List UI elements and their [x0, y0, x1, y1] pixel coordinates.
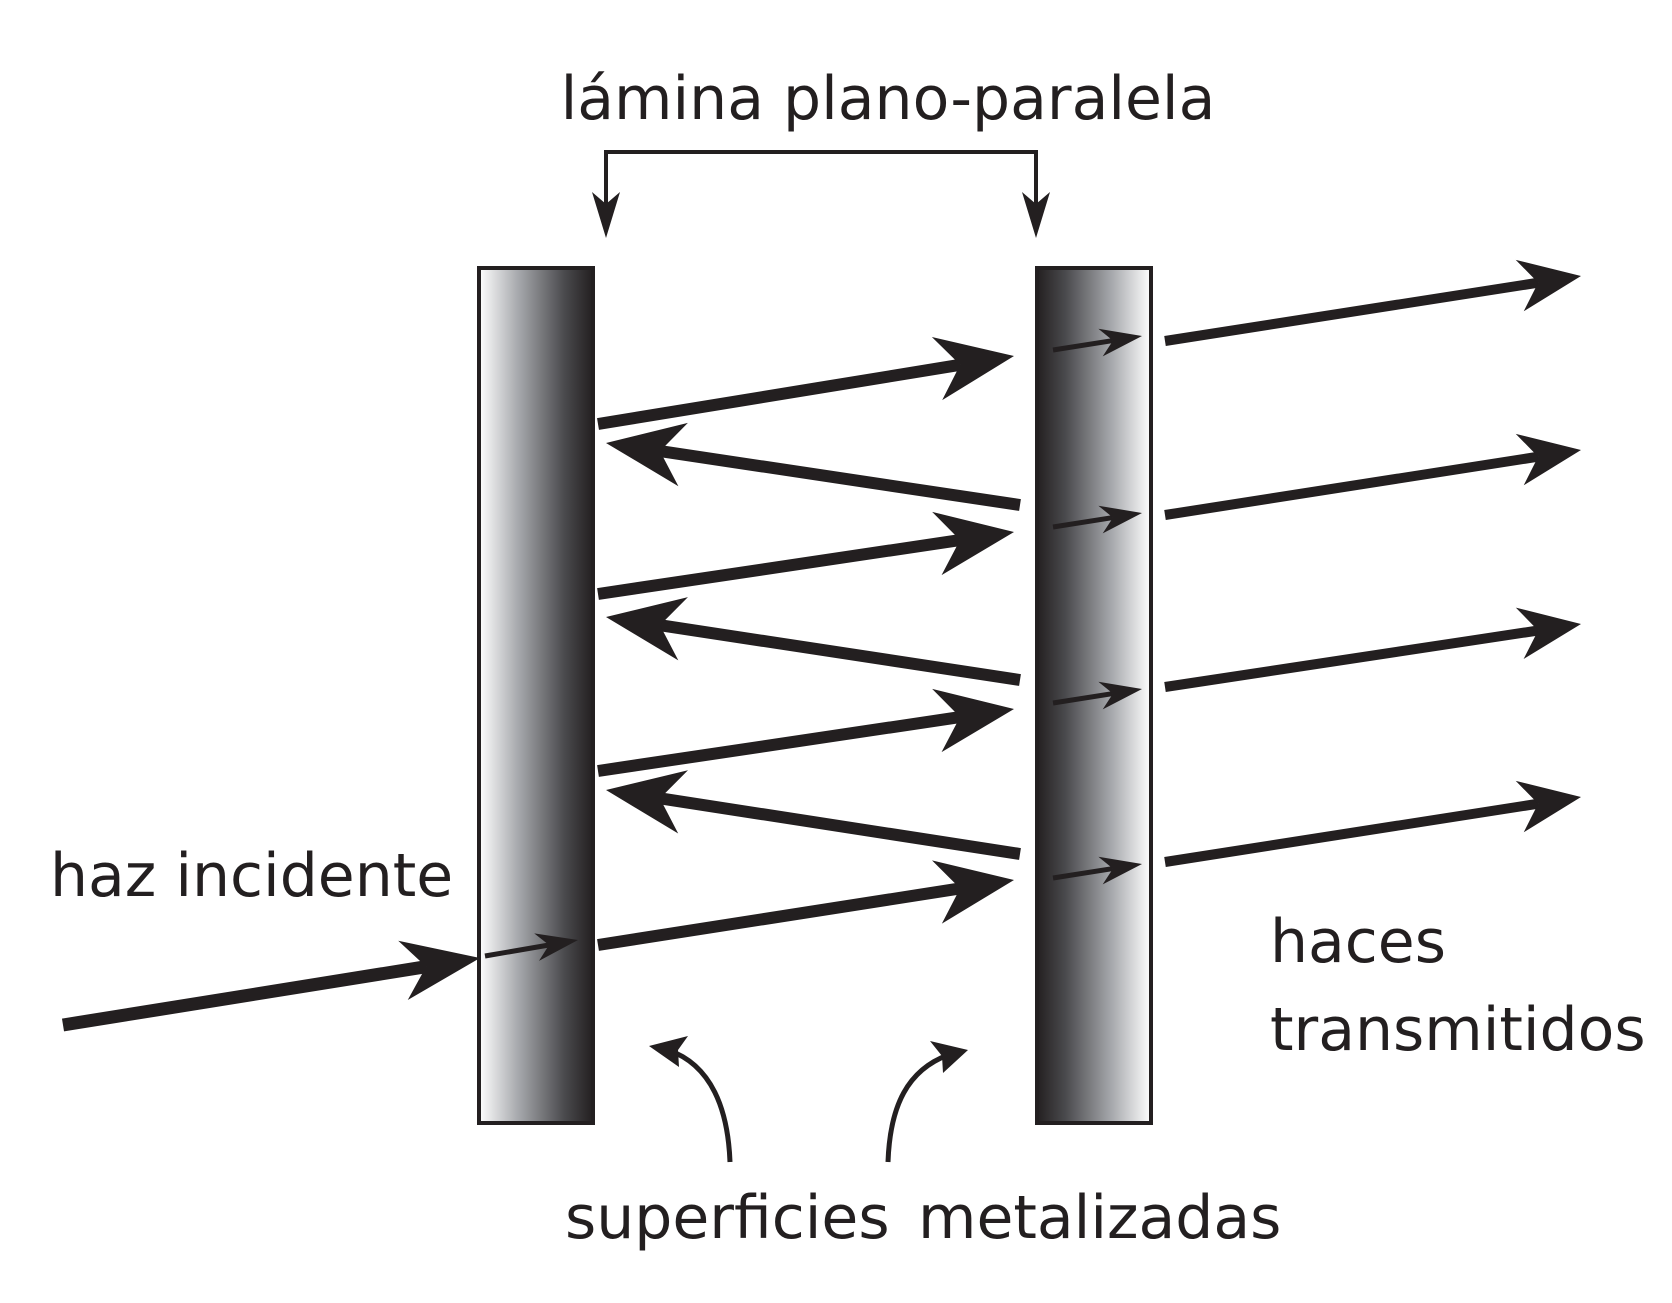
metallized-surfaces-label-left: superficies [565, 1183, 890, 1253]
refracted-beam-right-plate-4-shaft [1052, 338, 1114, 353]
transmitted-beam-1-head [1515, 780, 1581, 833]
reflected-beam-3-head [606, 422, 688, 487]
light-beams [61, 259, 1581, 1032]
bracket-left-arrowhead [592, 192, 620, 238]
refracted-beam-right-plate-1-shaft [1052, 866, 1114, 881]
reflected-beam-2-head [606, 597, 688, 661]
transmitted-beams-label-line2: transmitidos [1270, 995, 1646, 1065]
reflected-beam-2-shaft [659, 619, 1021, 686]
plate-title: lámina plano-paralela [561, 64, 1216, 134]
incident-beam-shaft [61, 960, 428, 1032]
left-plate [477, 266, 595, 1125]
refracted-beam-right-plate-2-shaft [1052, 691, 1114, 706]
forward-beam-4-shaft [597, 358, 962, 430]
transmitted-beam-3-head [1515, 433, 1581, 486]
forward-beam-2-head [932, 688, 1014, 753]
transmitted-beam-3-shaft [1164, 451, 1539, 520]
transmitted-beam-2-head [1515, 607, 1581, 659]
forward-beam-3-head [932, 511, 1014, 576]
plate-bracket [604, 150, 1038, 207]
bracket-right-arrowhead [1022, 192, 1050, 238]
transmitted-beams-label-line1: haces [1270, 907, 1446, 977]
refracted-beam-right-plate-1-head [1098, 856, 1142, 885]
refracted-beam-right-plate-3-head [1098, 505, 1142, 534]
refracted-beam-right-plate-3-shaft [1052, 515, 1114, 530]
metallized-surfaces-label-right: metalizadas [918, 1183, 1281, 1253]
reflected-beam-1-head [606, 770, 688, 834]
reflected-beam-3-shaft [659, 445, 1021, 511]
forward-beam-3-shaft [597, 534, 961, 600]
transmitted-beam-2-shaft [1164, 625, 1539, 692]
incident-beam-label: haz incidente [50, 841, 453, 911]
reflected-beam-1-shaft [659, 792, 1021, 860]
transmitted-beam-1-shaft [1164, 798, 1539, 867]
refracted-beam-right-plate-4-head [1098, 328, 1142, 357]
refracted-beam-left-plate-head [534, 933, 578, 961]
forward-beam-4-head [931, 337, 1014, 401]
refracted-beam-right-plate-2-head [1098, 681, 1142, 710]
refracted-beam-left-plate-shaft [484, 942, 550, 959]
surface-pointer-left [667, 1047, 733, 1163]
transmitted-beam-4-head [1515, 259, 1581, 312]
surface-pointer-right-head [930, 1041, 968, 1073]
surface-pointer-left-head [649, 1036, 688, 1067]
surface-pointer-right [885, 1052, 949, 1163]
transmitted-beam-4-shaft [1164, 277, 1539, 346]
forward-beam-1-head [931, 860, 1014, 924]
forward-beam-2-shaft [597, 711, 961, 777]
forward-beam-1-shaft [597, 882, 961, 951]
incident-beam-head [398, 940, 480, 1000]
